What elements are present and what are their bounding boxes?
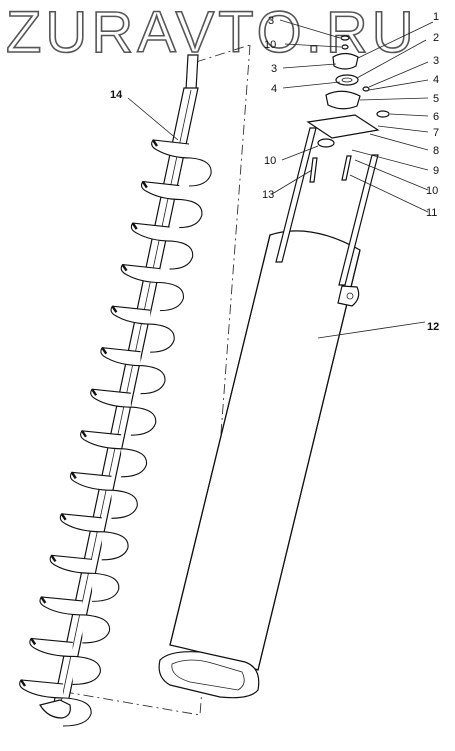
callout-12: 12 xyxy=(427,321,439,333)
leader-9 xyxy=(351,149,429,171)
nut-4 xyxy=(362,86,370,92)
callout-3b: 3 xyxy=(271,63,277,75)
leader-7 xyxy=(377,125,429,133)
auger-flight xyxy=(151,139,212,187)
washer-top xyxy=(340,35,350,41)
auger-flight xyxy=(110,305,175,353)
auger-flight-edge xyxy=(70,471,77,479)
bearing-2-bore xyxy=(341,77,353,83)
leader-8 xyxy=(369,133,429,151)
auger-flight-edge xyxy=(60,513,67,521)
callout-8: 8 xyxy=(433,145,439,157)
callout-7: 7 xyxy=(433,127,439,139)
callout-11: 11 xyxy=(426,207,437,219)
leader-11 xyxy=(349,174,429,213)
auger-flight-edge xyxy=(50,554,57,563)
auger-flight-edge xyxy=(30,637,37,646)
callout-2: 2 xyxy=(433,32,439,44)
leader-3b xyxy=(282,63,337,69)
auger-flight xyxy=(100,347,166,395)
leader-14 xyxy=(127,97,179,141)
leader-10b xyxy=(281,145,319,161)
auger-flight xyxy=(130,222,194,270)
auger-flight xyxy=(90,388,157,436)
auger-flight-edge xyxy=(20,679,26,687)
casing-body xyxy=(169,230,361,671)
auger-flight xyxy=(39,596,111,644)
auger-flight xyxy=(19,679,92,727)
assembly-line xyxy=(41,44,251,716)
callout-5: 5 xyxy=(433,93,439,105)
auger-flight-edge xyxy=(152,139,158,147)
auger-flight-edge xyxy=(141,180,148,189)
auger-part xyxy=(19,54,212,727)
auger-flight xyxy=(59,513,129,561)
bearing-2 xyxy=(335,74,359,86)
callouts: 14 12 1 2 3 10 3 4 3 4 5 6 7 8 9 10 11 1… xyxy=(110,11,439,333)
leader-13 xyxy=(271,169,313,195)
callout-9: 9 xyxy=(433,165,439,177)
callout-4b: 4 xyxy=(433,74,439,86)
leader-4a xyxy=(282,81,341,89)
casing-lug xyxy=(337,285,360,307)
bush-10 xyxy=(317,138,335,148)
auger-flight-edge xyxy=(91,388,98,396)
bolt-11 xyxy=(341,155,352,181)
auger-flight xyxy=(120,264,184,312)
leader-10c xyxy=(354,159,429,191)
auger-flight-edge xyxy=(111,305,118,313)
auger-flight-edge xyxy=(121,263,128,272)
auger-flight-edge xyxy=(40,596,47,604)
callout-10b: 10 xyxy=(264,155,276,167)
lug-hole xyxy=(346,292,354,300)
leader-5 xyxy=(359,97,429,101)
casing-flange xyxy=(158,651,260,699)
callout-10a: 10 xyxy=(264,39,276,51)
washer-6 xyxy=(376,110,390,118)
leader-1 xyxy=(357,21,434,59)
casing-flange-inner xyxy=(171,659,245,691)
callout-6: 6 xyxy=(433,111,439,123)
leader-6 xyxy=(389,113,429,117)
auger-flight-edge xyxy=(131,222,138,230)
housing-5 xyxy=(325,90,361,110)
leader-3c xyxy=(368,61,429,88)
auger-flight-edge xyxy=(80,430,87,438)
callout-13: 13 xyxy=(262,189,274,201)
leader-4b xyxy=(368,79,429,91)
guide-rod-left xyxy=(275,127,317,263)
bearing-stack xyxy=(306,35,390,183)
nut-top xyxy=(341,44,349,50)
callout-3a: 3 xyxy=(268,15,274,27)
casing-left-edge xyxy=(169,234,271,646)
auger-flight xyxy=(29,637,101,686)
assembly-line-top xyxy=(195,44,251,63)
leader-12 xyxy=(317,321,426,339)
callout-1: 1 xyxy=(433,11,439,23)
auger-flight xyxy=(69,471,138,519)
auger-flight xyxy=(80,430,148,478)
callout-3c: 3 xyxy=(433,55,439,67)
callout-14: 14 xyxy=(110,89,123,101)
leader-10a xyxy=(284,43,342,48)
bolt-13 xyxy=(309,157,318,183)
callout-10c: 10 xyxy=(426,185,438,197)
casing-right-edge xyxy=(257,249,361,671)
auger-shaft-top xyxy=(185,54,199,91)
leader-2 xyxy=(356,39,427,79)
auger-flight-edge xyxy=(101,347,108,355)
auger-tip xyxy=(39,699,71,719)
callout-4a: 4 xyxy=(271,83,277,95)
leader-lines xyxy=(127,19,434,339)
casing-part xyxy=(158,127,379,699)
auger-flight xyxy=(49,554,120,602)
leader-3a xyxy=(279,19,341,39)
plate-8 xyxy=(306,114,380,139)
auger-flight xyxy=(140,180,203,229)
guide-rod-right xyxy=(338,154,379,286)
cap-1 xyxy=(332,52,359,70)
auger-flights xyxy=(19,139,212,727)
